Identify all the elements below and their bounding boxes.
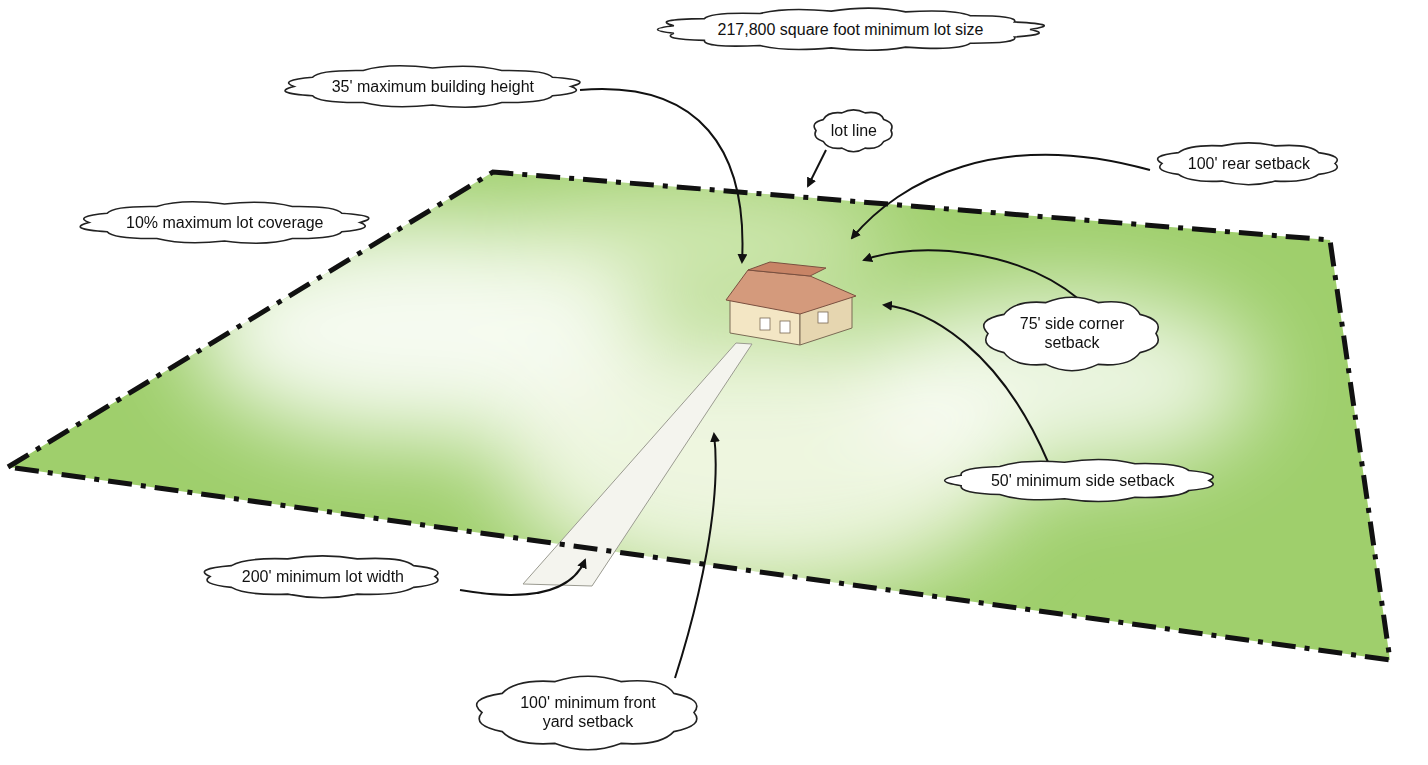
callout-text: 35' maximum building height (331, 77, 535, 96)
cloud-outline (984, 297, 1160, 370)
callout-cloud: 50' minimum side setback (952, 458, 1213, 503)
leader-arrows (460, 89, 1150, 678)
callout-cloud: 200' minimum lot width (206, 554, 439, 599)
cloud-outline (478, 676, 698, 749)
callout-cloud: 217,800 square foot minimum lot size (666, 7, 1034, 52)
callout-cloud: lot line (812, 108, 895, 153)
callout-text: 100' minimum front yard setback (512, 693, 664, 731)
callout-cloud: 75' side corner setback (984, 297, 1160, 370)
callout-text: 100' rear setback (1187, 154, 1311, 173)
callout-text: 75' side corner setback (1013, 314, 1131, 352)
callout-text: lot line (830, 121, 878, 140)
callout-cloud: 100' rear setback (1158, 141, 1339, 186)
callout-cloud: 100' minimum front yard setback (478, 676, 698, 749)
driveway (523, 343, 752, 586)
callout-text: 217,800 square foot minimum lot size (717, 20, 984, 39)
callout-text: 200' minimum lot width (241, 567, 405, 586)
callout-cloud: 10% maximum lot coverage (85, 200, 364, 245)
callout-text: 10% maximum lot coverage (125, 213, 324, 232)
callout-text: 50' minimum side setback (990, 471, 1175, 490)
callout-cloud: 35' maximum building height (290, 64, 575, 109)
house (726, 262, 856, 345)
